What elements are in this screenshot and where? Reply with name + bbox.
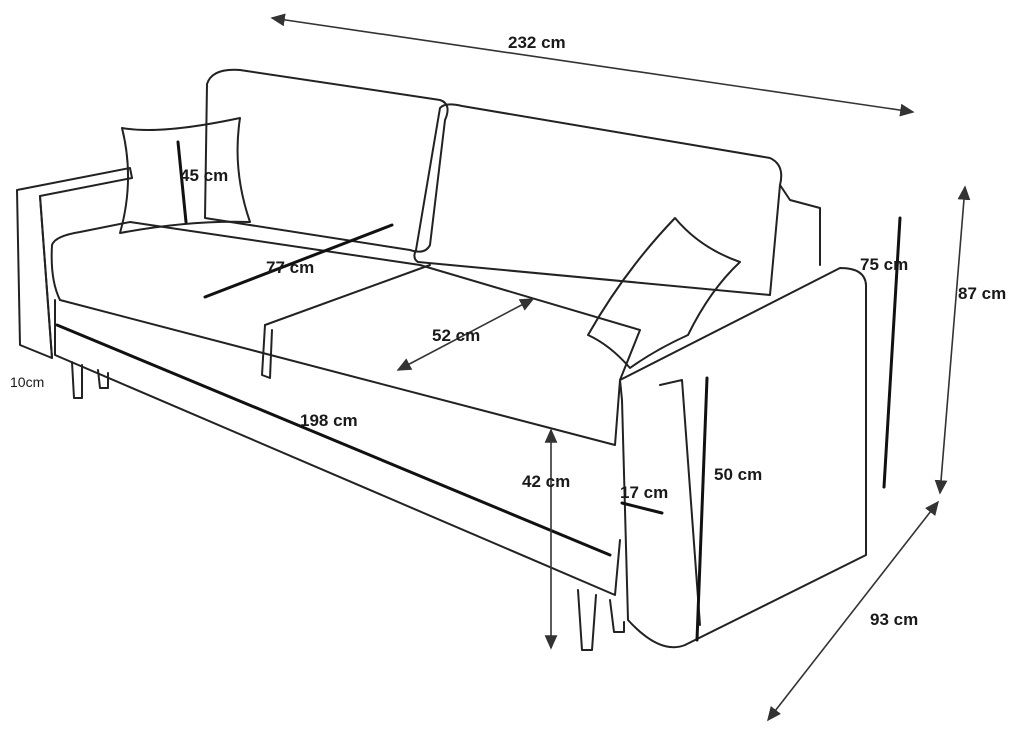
back-frame-right: [779, 184, 821, 266]
backrest-height-label: 75 cm: [860, 255, 909, 274]
seat-divider: [264, 264, 431, 326]
seat-cushions: [50, 221, 641, 446]
seat-depth-label: 52 cm: [432, 326, 481, 345]
right-armrest: [619, 267, 867, 649]
seat-depth-arrow: [396, 298, 535, 371]
pillow-measure-line: [176, 140, 188, 224]
seat-width-line: [55, 323, 612, 557]
seat-height-label: 42 cm: [522, 472, 571, 491]
pillow-right: [587, 217, 741, 369]
leg-height-label: 10cm: [10, 374, 45, 390]
depth-arrow: [767, 500, 939, 722]
sofa-base: [54, 299, 621, 596]
armrest-width-label: 17 cm: [620, 483, 669, 502]
back-cushion-right: [413, 103, 783, 296]
overall-height-label: 87 cm: [958, 284, 1007, 303]
backrest-height-line: [882, 216, 902, 489]
overall-depth-label: 93 cm: [870, 610, 919, 629]
left-armrest: [16, 167, 133, 359]
overall-width-label: 232 cm: [508, 33, 566, 52]
back-cushion-left: [204, 68, 449, 253]
height-arrow: [934, 185, 971, 495]
seat-seam: [261, 324, 273, 379]
width-arrow: [270, 13, 915, 117]
legs: [71, 361, 625, 651]
sleeping-depth-line: [203, 223, 394, 299]
pillow-size-label: 45 cm: [180, 166, 229, 185]
armrest-width-line: [620, 501, 664, 515]
seat-width-label: 198 cm: [300, 411, 358, 430]
armrest-height-label: 50 cm: [714, 465, 763, 484]
armrest-height-line: [695, 376, 709, 642]
sleeping-depth-label: 77 cm: [266, 258, 315, 277]
pillow-left: [119, 117, 251, 234]
